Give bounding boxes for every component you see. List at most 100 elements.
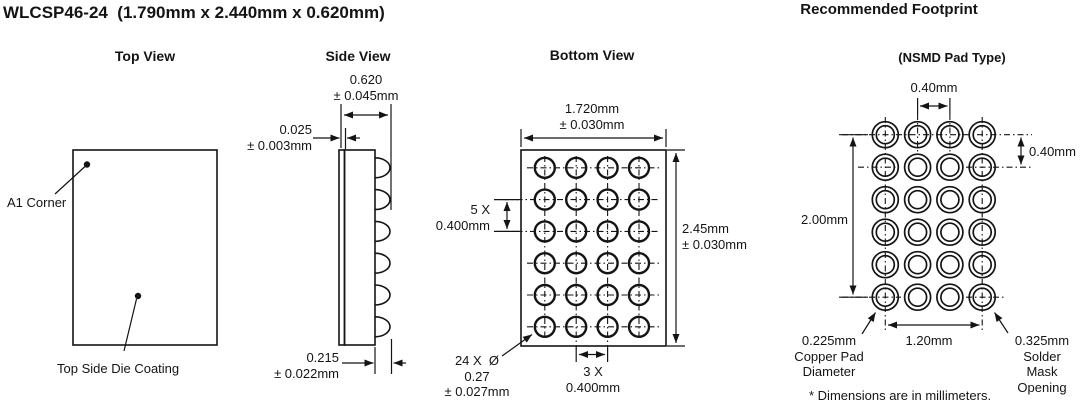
body-height-dim-label: 2.45mm ± 0.030mm bbox=[682, 221, 747, 252]
solder-ball bbox=[627, 156, 651, 180]
solder-ball bbox=[596, 252, 619, 275]
top-view bbox=[54, 149, 218, 352]
coating-leader-line bbox=[123, 298, 138, 352]
solder-mask-opening-ring bbox=[968, 153, 997, 182]
footprint-view bbox=[839, 98, 1032, 335]
solder-ball bbox=[565, 188, 588, 211]
copper-pad-ring bbox=[972, 124, 993, 145]
copper-pad-ring bbox=[940, 222, 960, 243]
copper-pad-ring bbox=[972, 189, 993, 210]
solder-ball bbox=[533, 188, 556, 211]
units-note: * Dimensions are in millimeters. bbox=[809, 388, 992, 403]
side-view-header: Side View bbox=[325, 48, 391, 64]
copper-pad-ring bbox=[940, 287, 960, 308]
solder-mask-opening-ring bbox=[968, 283, 997, 312]
solder-bump bbox=[374, 157, 391, 179]
footprint-subtitle: (NSMD Pad Type) bbox=[898, 50, 1006, 65]
copper-pad-ring bbox=[907, 189, 928, 210]
coating-dot bbox=[134, 292, 142, 300]
a1-corner-dot bbox=[83, 161, 91, 168]
solder-bump bbox=[374, 316, 391, 338]
solder-mask-opening-ring bbox=[968, 120, 997, 149]
ball-height-dim-label: 0.215 ± 0.022mm bbox=[274, 350, 339, 381]
coating-thickness-dim-label: 0.025 ± 0.003mm bbox=[247, 122, 312, 153]
die-coating-layer bbox=[338, 149, 346, 346]
solder-mask-opening-ring bbox=[936, 153, 964, 182]
footprint-header: Recommended Footprint bbox=[800, 1, 978, 18]
col-pitch-dim-label: 3 X 0.400mm bbox=[565, 364, 621, 395]
solder-mask-opening-ring bbox=[968, 250, 997, 279]
copper-pad-ring bbox=[972, 222, 993, 243]
solder-ball bbox=[627, 252, 651, 275]
copper-pad-ring bbox=[940, 189, 960, 210]
total-thickness-dim-label: 0.620 ± 0.045mm bbox=[333, 72, 399, 103]
ball-spec-leader bbox=[501, 334, 533, 357]
drawing-title: WLCSP46-24 (1.790mm x 2.440mm x 0.620mm) bbox=[3, 3, 385, 22]
bottom-view bbox=[494, 129, 685, 362]
side-view bbox=[313, 104, 406, 374]
solder-mask-opening-ring bbox=[871, 218, 900, 247]
solder-mask-opening-ring bbox=[903, 250, 932, 279]
solder-ball bbox=[533, 156, 556, 180]
solder-ball bbox=[533, 220, 556, 243]
solder-mask-opening-ring bbox=[903, 218, 932, 247]
copper-pad-ring bbox=[875, 189, 896, 210]
copper-pad-ring bbox=[940, 157, 960, 178]
pad-pitch-top-label: 0.40mm bbox=[910, 80, 958, 95]
body-width-dim-label: 1.720mm ± 0.030mm bbox=[559, 101, 625, 132]
copper-pad-ring bbox=[875, 254, 896, 275]
copper-pad-ring bbox=[875, 157, 896, 178]
ball-spec-label: 24 X Ø 0.27 ± 0.027mm bbox=[444, 353, 510, 399]
footprint-width-label: 1.20mm bbox=[905, 333, 953, 348]
row-pitch-dim-label: 5 X 0.400mm bbox=[435, 202, 490, 233]
solder-mask-opening-ring bbox=[968, 185, 997, 214]
solder-ball bbox=[627, 188, 651, 211]
copper-pad-ring bbox=[940, 254, 960, 275]
top-view-header: Top View bbox=[114, 48, 176, 64]
solder-ball bbox=[627, 283, 651, 307]
solder-bump bbox=[374, 188, 391, 211]
solder-mask-opening-ring bbox=[936, 120, 964, 149]
solder-mask-opening-ring bbox=[871, 250, 900, 279]
solder-ball bbox=[596, 283, 619, 307]
footprint-height-label: 2.00mm bbox=[801, 212, 848, 227]
solder-mask-opening-ring bbox=[871, 283, 900, 312]
package-outline-bottom bbox=[520, 149, 667, 347]
solder-mask-opening-ring bbox=[903, 185, 932, 214]
copper-pad-ring bbox=[972, 287, 993, 308]
copper-pad-ring bbox=[972, 254, 993, 275]
copper-pad-ring bbox=[940, 124, 960, 145]
a1-corner-label: A1 Corner bbox=[7, 195, 67, 210]
solder-ball bbox=[596, 188, 619, 211]
solder-ball bbox=[627, 315, 651, 338]
solder-mask-opening-ring bbox=[871, 120, 900, 149]
a1-leader-line bbox=[54, 166, 86, 195]
solder-mask-label: 0.325mm Solder Mask Opening bbox=[1014, 333, 1070, 395]
copper-pad-leader bbox=[861, 312, 877, 335]
solder-mask-opening-ring bbox=[903, 283, 932, 312]
solder-mask-opening-ring bbox=[936, 283, 964, 312]
solder-mask-leader bbox=[993, 312, 1009, 334]
solder-bump bbox=[374, 252, 391, 274]
solder-mask-opening-ring bbox=[903, 120, 932, 149]
solder-ball bbox=[533, 315, 556, 338]
solder-ball bbox=[565, 283, 588, 307]
die-coating-label: Top Side Die Coating bbox=[57, 361, 180, 376]
copper-pad-ring bbox=[972, 157, 993, 178]
land-pad-grid bbox=[871, 120, 997, 312]
solder-mask-opening-ring bbox=[936, 218, 964, 247]
solder-ball bbox=[596, 315, 619, 338]
solder-ball bbox=[533, 252, 556, 275]
copper-pad-ring bbox=[907, 157, 928, 178]
solder-ball bbox=[596, 220, 619, 243]
bottom-view-header: Bottom View bbox=[549, 47, 635, 63]
copper-pad-label: 0.225mm Copper Pad Diameter bbox=[794, 333, 864, 379]
copper-pad-ring bbox=[907, 254, 928, 275]
package-body bbox=[343, 149, 376, 346]
solder-mask-opening-ring bbox=[968, 218, 997, 247]
solder-ball-grid bbox=[533, 156, 651, 338]
solder-ball bbox=[565, 315, 588, 338]
copper-pad-ring bbox=[907, 222, 928, 243]
solder-mask-opening-ring bbox=[903, 153, 932, 182]
